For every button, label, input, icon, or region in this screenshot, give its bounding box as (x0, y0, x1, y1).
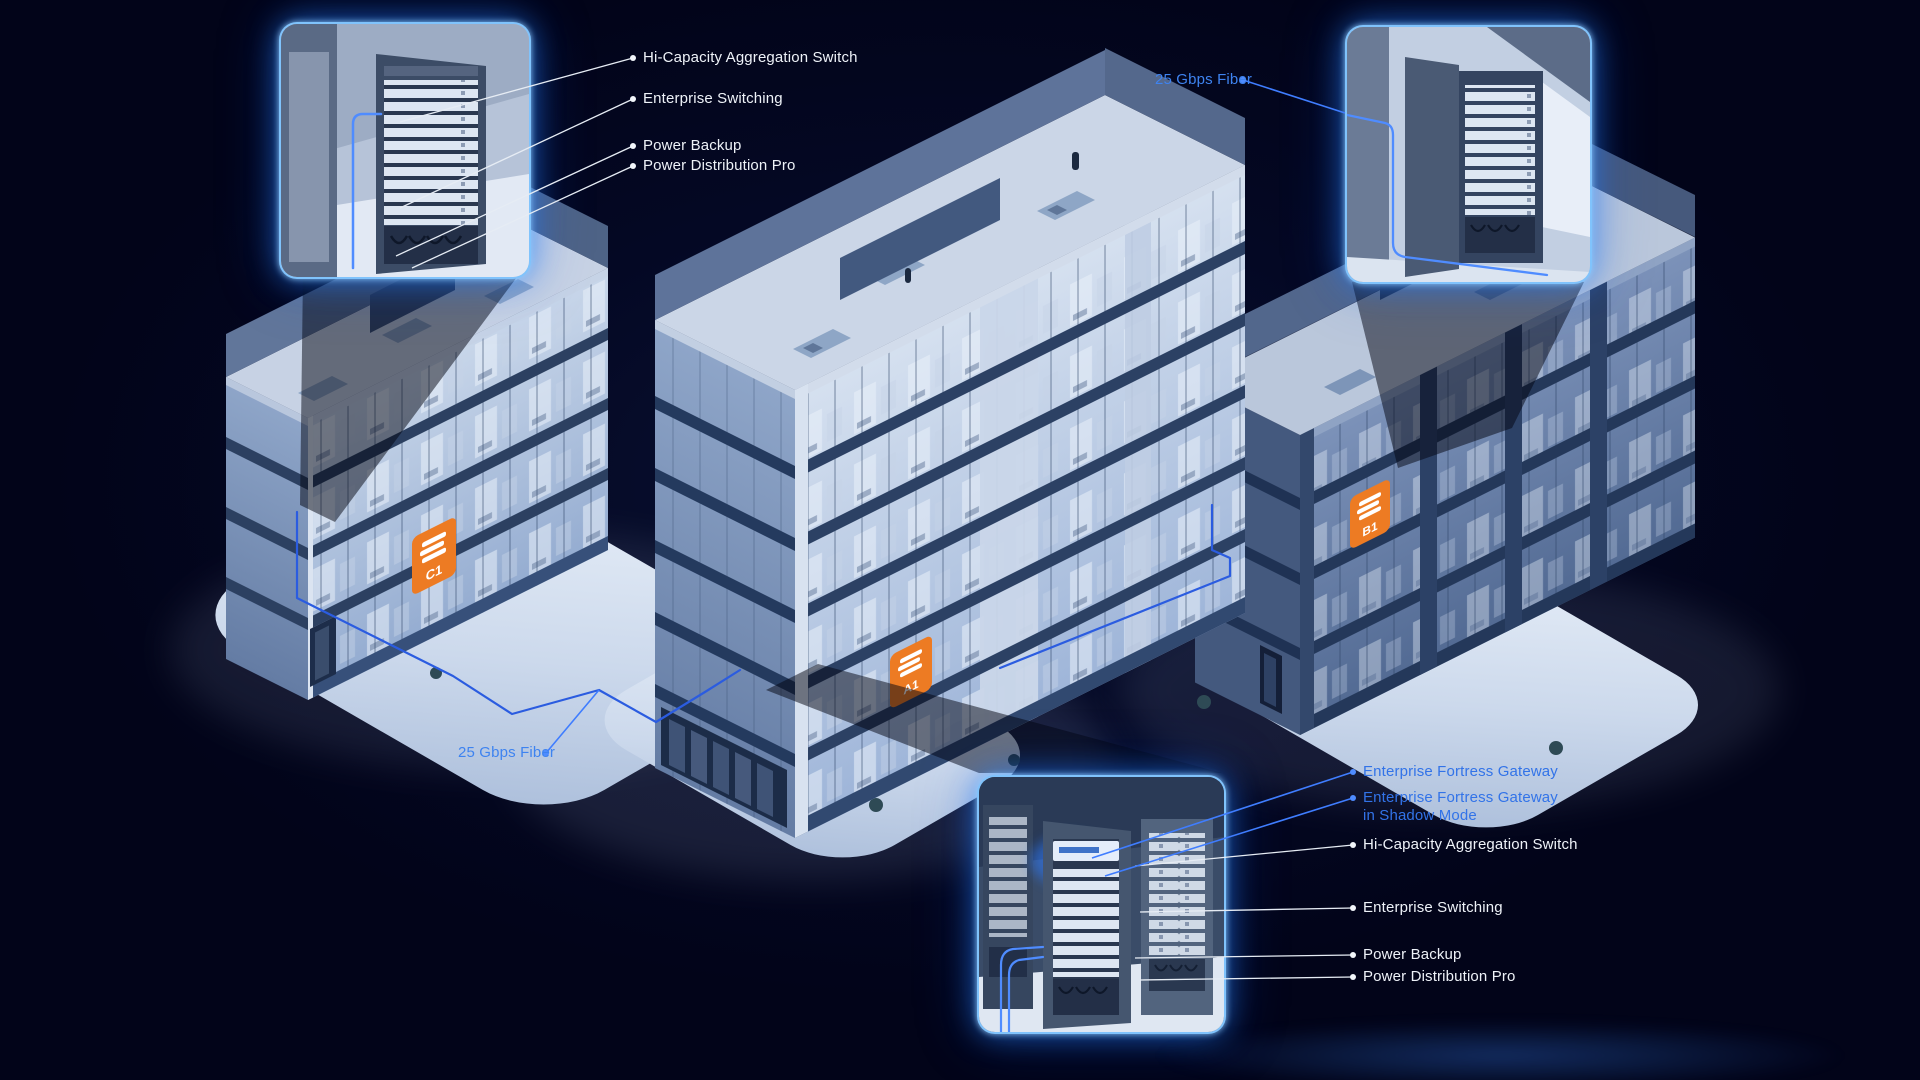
logo-badge-c1: C1 (412, 518, 456, 594)
label-hi-capacity-switch-b: Hi-Capacity Aggregation Switch (1363, 836, 1578, 853)
callout-box-bottom (977, 775, 1226, 1034)
label-enterprise-switching-b: Enterprise Switching (1363, 899, 1503, 916)
rack-scene-top-right (1347, 27, 1590, 282)
building-center: A1 (655, 48, 1245, 838)
label-power-distribution-b: Power Distribution Pro (1363, 968, 1516, 985)
logo-badge-b1: B1 (1350, 480, 1390, 548)
label-power-distribution-tl: Power Distribution Pro (643, 157, 796, 174)
label-fortress-gateway: Enterprise Fortress Gateway (1363, 763, 1558, 780)
fiber-cable-in-box (351, 112, 383, 270)
rack-scene-top-left (281, 24, 529, 277)
rack-scene-bottom (979, 777, 1224, 1032)
callout-box-top-right (1345, 25, 1592, 284)
label-fiber-left: 25 Gbps Fiber (458, 744, 555, 761)
label-power-backup-b: Power Backup (1363, 946, 1462, 963)
label-hi-capacity-switch-tl: Hi-Capacity Aggregation Switch (643, 49, 858, 66)
fiber-cable-in-box (999, 945, 1045, 1032)
server-rack (1405, 57, 1543, 277)
fiber-cable-in-box (1347, 113, 1549, 277)
callout-box-top-left (279, 22, 531, 279)
bottom-glow (1050, 1015, 1920, 1080)
label-power-backup-tl: Power Backup (643, 137, 742, 154)
label-fiber-top-right: 25 Gbps Fiber (1155, 71, 1252, 88)
projection-cones (300, 273, 1584, 773)
label-fortress-gateway-shadow: Enterprise Fortress Gateway in Shadow Mo… (1363, 789, 1558, 824)
gateway-rack (1031, 821, 1131, 1029)
label-enterprise-switching-tl: Enterprise Switching (643, 90, 783, 107)
fiber-line-right (998, 503, 1232, 670)
shadow-rack (1141, 819, 1213, 1015)
server-rack (376, 54, 486, 274)
